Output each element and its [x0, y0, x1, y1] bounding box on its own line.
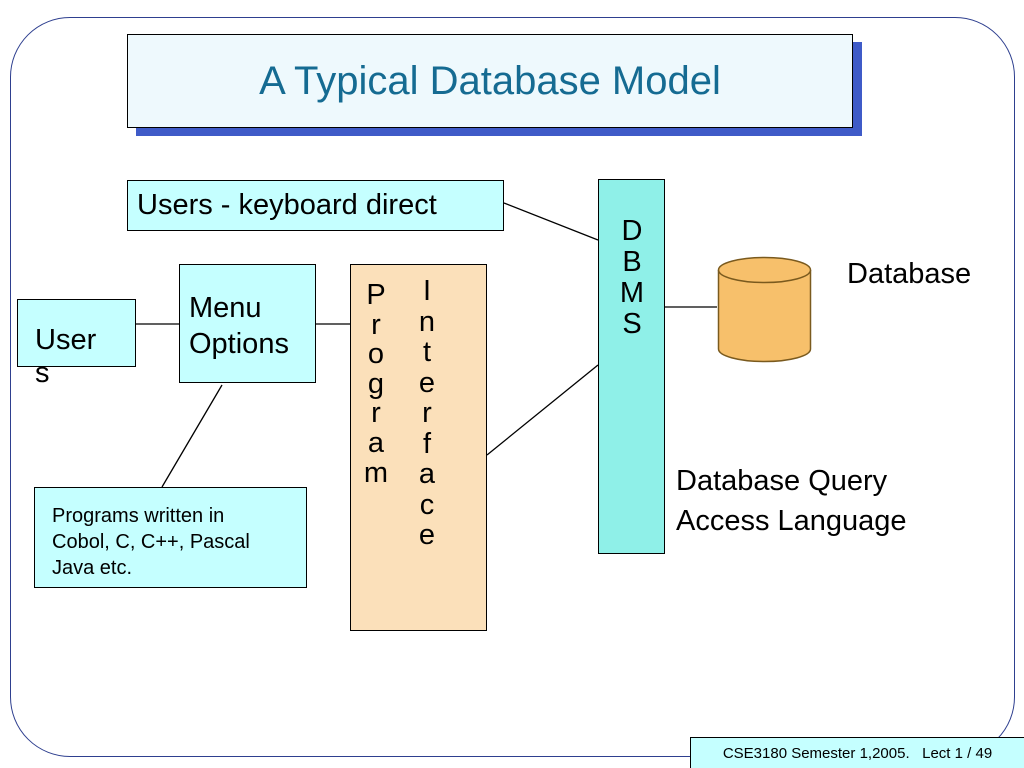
interface-letter: n: [418, 305, 436, 338]
interface-letter: a: [418, 458, 436, 490]
footer-text: CSE3180 Semester 1,2005. Lect 1 / 49: [722, 744, 993, 762]
interface-letter: e: [418, 519, 436, 551]
line-interface-to-dbms: [486, 364, 599, 456]
users-box: User s: [17, 299, 136, 389]
database-label: Database: [847, 258, 972, 290]
dbms-letter: S: [622, 308, 642, 340]
program-letter: P: [366, 279, 386, 311]
title-box: A Typical Database Model: [127, 34, 853, 128]
menu-options-box: Menu Options: [179, 264, 316, 383]
program-letter: o: [367, 338, 385, 371]
interface-letter: t: [422, 336, 432, 368]
users-keyboard-direct-label: Users - keyboard direct: [137, 189, 437, 221]
interface-letter: c: [419, 488, 435, 521]
program-letter: m: [363, 456, 389, 489]
database-cylinder-icon: [717, 256, 812, 363]
footer-box: CSE3180 Semester 1,2005. Lect 1 / 49: [690, 737, 1024, 768]
slide-frame: [10, 17, 1015, 757]
program-letter: a: [367, 426, 385, 459]
users-keyboard-direct-box: Users - keyboard direct: [127, 180, 504, 231]
slide-title: A Typical Database Model: [259, 58, 721, 103]
line-menu-to-programs: [161, 384, 223, 488]
programs-label: Programs written in Cobol, C, C++, Pasca…: [52, 505, 250, 579]
interface-letter: e: [418, 366, 436, 399]
dbms-vertical-label: D B M S: [612, 216, 652, 340]
menu-options-label: Menu Options: [189, 292, 289, 360]
programs-box: Programs written in Cobol, C, C++, Pasca…: [34, 487, 307, 588]
dbms-letter: M: [619, 277, 645, 309]
program-letter: r: [371, 308, 381, 341]
program-letter: g: [367, 367, 385, 400]
query-language-label: Database Query Access Language: [676, 465, 907, 537]
dbms-box: [598, 179, 665, 554]
users-label: User s: [35, 324, 97, 389]
program-interface-box: [350, 264, 487, 631]
interface-letter: r: [422, 397, 432, 429]
dbms-letter: D: [621, 215, 643, 247]
line-direct-to-dbms: [503, 202, 599, 241]
program-letter: r: [371, 397, 381, 430]
program-vertical-label: P r o g r a m: [361, 279, 391, 489]
dbms-letter: B: [622, 246, 642, 278]
interface-letter: I: [422, 275, 432, 307]
interface-letter: f: [422, 427, 432, 460]
interface-vertical-label: I n t e r f a c e: [412, 276, 442, 551]
